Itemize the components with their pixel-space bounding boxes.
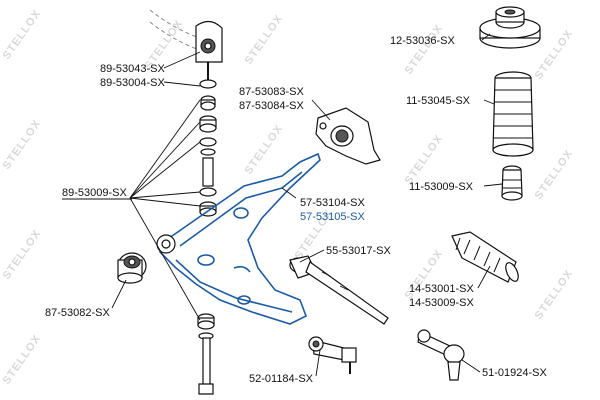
label-89-53009: 89-53009-SX: [62, 187, 127, 199]
label-87-53083: 87-53083-SX: [239, 86, 304, 98]
label-89-53043: 89-53043-SX: [100, 63, 165, 75]
label-14-53001: 14-53001-SX: [409, 283, 474, 295]
watermark-14: STELLOX: [533, 268, 576, 322]
label-51-01924: 51-01924-SX: [482, 367, 547, 379]
link-stack: [199, 62, 217, 217]
watermark-4: STELLOX: [1, 333, 44, 387]
label-11-53045: 11-53045-SX: [406, 95, 471, 107]
label-89-53004: 89-53004-SX: [100, 77, 165, 89]
watermark-3: STELLOX: [1, 228, 44, 282]
label-87-53084: 87-53084-SX: [239, 100, 304, 112]
watermark-6: STELLOX: [243, 13, 286, 67]
steering-boot: [451, 231, 519, 283]
tie-rod: [289, 255, 389, 325]
tie-rod-end: [417, 329, 465, 381]
arm-bushing: [117, 252, 147, 284]
watermark-2: STELLOX: [1, 118, 44, 172]
label-12-53036: 12-53036-SX: [390, 35, 455, 47]
watermark-1: STELLOX: [1, 8, 44, 62]
watermark-7: STELLOX: [243, 123, 286, 177]
stabilizer-bushing: [195, 20, 223, 63]
lower-bolt: [197, 313, 215, 395]
label-57-53105: 57-53105-SX: [300, 211, 365, 223]
control-arm: [156, 152, 321, 325]
strut-boot: [492, 71, 534, 157]
watermark-10: STELLOX: [403, 133, 446, 187]
stabilizer-link: [308, 336, 357, 374]
label-55-53017: 55-53017-SX: [326, 245, 391, 257]
watermark-9: STELLOX: [403, 23, 446, 77]
label-57-53104: 57-53104-SX: [300, 197, 365, 209]
bump-stop: [501, 165, 523, 201]
leader-lines: [111, 33, 503, 377]
label-11-53009: 11-53009-SX: [409, 181, 474, 193]
watermark-13: STELLOX: [533, 148, 576, 202]
part-labels: 89-53043-SX 89-53004-SX 87-53083-SX 87-5…: [45, 35, 547, 385]
label-87-53082: 87-53082-SX: [45, 307, 110, 319]
label-14-53009: 14-53009-SX: [409, 297, 474, 309]
strut-mount: [479, 6, 541, 49]
rear-mount: [315, 107, 381, 165]
label-52-01184: 52-01184-SX: [249, 373, 314, 385]
